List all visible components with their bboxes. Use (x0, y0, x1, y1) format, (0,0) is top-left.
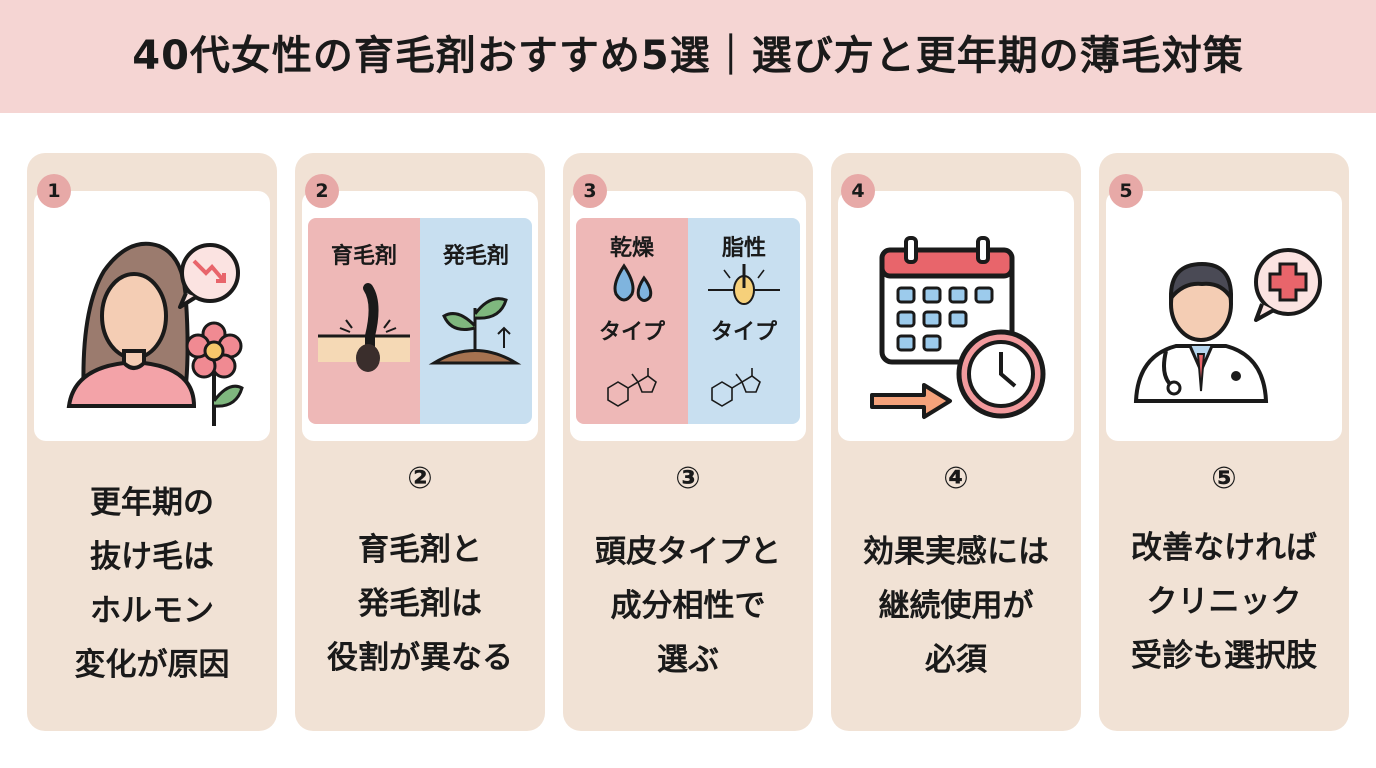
card-illustration: 乾燥 タイプ 脂性 (570, 191, 806, 441)
card-5: 5 ⑤ 改善なければ クリニック 受診も選択肢 (1099, 153, 1349, 731)
card-caption: 育毛剤と 発毛剤は 役割が異なる (327, 532, 513, 676)
card-4: 4 ④ 効果実感には 継続使用が 必須 (831, 153, 1081, 731)
card-illustration (838, 191, 1074, 441)
card-badge: 4 (841, 174, 875, 208)
header-bar: 40代女性の育毛剤おすすめ5選｜選び方と更年期の薄毛対策 (0, 0, 1376, 113)
comparison-right: 発毛剤 (420, 218, 532, 424)
label-ikumozai: 育毛剤 (330, 244, 397, 269)
card-caption: 更年期の 抜け毛は ホルモン 変化が原因 (74, 485, 230, 683)
doctor-icon (1133, 261, 1269, 403)
arrow-right-icon (870, 383, 952, 419)
card-caption: 効果実感には 継続使用が 必須 (863, 534, 1049, 678)
circled-number: ④ (943, 461, 969, 496)
card-caption: 頭皮タイプと 成分相性で 選ぶ (595, 534, 781, 678)
card-badge: 1 (37, 174, 71, 208)
flower-icon (185, 321, 244, 426)
oil-follicle-icon (708, 264, 780, 305)
card-3: 3 乾燥 タイプ 脂性 (563, 153, 813, 731)
medical-cross-icon (1254, 248, 1322, 322)
label-type: タイプ (598, 320, 665, 345)
card-illustration: 育毛剤 発毛剤 (302, 191, 538, 441)
circled-number: ⑤ (1211, 461, 1237, 496)
label-dry: 乾燥 (609, 236, 654, 261)
label-type: タイプ (710, 320, 777, 345)
molecule-icon (607, 368, 657, 407)
card-1: 1 更年期の 抜け毛は ホ (27, 153, 277, 731)
card-badge: 5 (1109, 174, 1143, 208)
trend-down-icon (178, 243, 240, 309)
page-title: 40代女性の育毛剤おすすめ5選｜選び方と更年期の薄毛対策 (132, 33, 1244, 79)
card-2: 2 育毛剤 発毛剤 ② (295, 153, 545, 731)
calendar-icon (879, 236, 1015, 365)
water-drops-icon (613, 263, 653, 302)
comparison-right: 脂性 タイプ (688, 218, 800, 424)
card-illustration (34, 191, 270, 441)
molecule-icon (711, 368, 761, 407)
circled-number: ② (407, 461, 433, 496)
comparison-left: 乾燥 タイプ (576, 218, 688, 424)
card-badge: 3 (573, 174, 607, 208)
hair-follicle-icon (318, 283, 410, 372)
sprout-icon (428, 297, 522, 365)
clock-icon (956, 329, 1046, 419)
card-badge: 2 (305, 174, 339, 208)
comparison-left: 育毛剤 (308, 218, 420, 424)
circled-number: ③ (675, 461, 701, 496)
card-caption: 改善なければ クリニック 受診も選択肢 (1131, 530, 1317, 674)
label-hatsumozai: 発毛剤 (442, 244, 509, 269)
woman-icon (66, 241, 197, 408)
label-oily: 脂性 (721, 236, 766, 261)
card-illustration (1106, 191, 1342, 441)
